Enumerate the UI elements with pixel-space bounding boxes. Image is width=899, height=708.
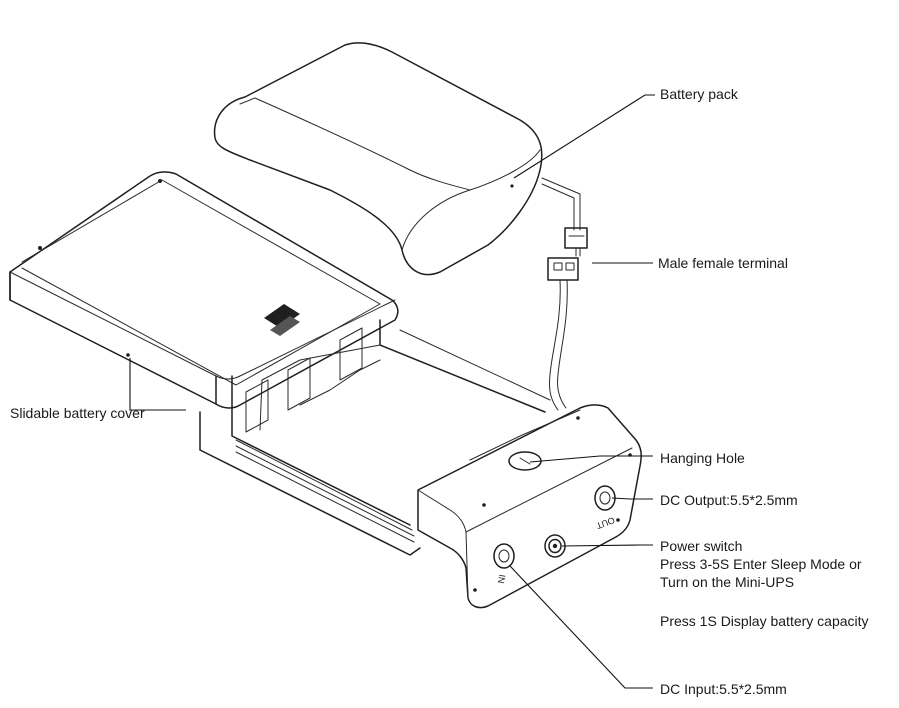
slidable-cover-illustration <box>9 171 399 409</box>
label-power-switch-sleep: Press 3-5S Enter Sleep Mode or <box>660 556 862 572</box>
label-power-switch-turn-on: Turn on the Mini-UPS <box>660 574 795 590</box>
leader-lines <box>129 94 655 689</box>
case-illustration <box>199 319 642 609</box>
battery-wires <box>541 177 588 411</box>
label-battery-pack: Battery pack <box>660 86 738 102</box>
label-dc-output: DC Output:5.5*2.5mm <box>660 492 798 508</box>
label-power-switch-capacity: Press 1S Display battery capacity <box>660 613 869 629</box>
label-hanging-hole: Hanging Hole <box>660 450 745 466</box>
label-dc-input: DC Input:5.5*2.5mm <box>660 681 787 697</box>
label-power-switch: Power switch <box>660 538 743 554</box>
battery-pack-illustration <box>213 42 543 276</box>
label-male-female-terminal: Male female terminal <box>658 255 788 271</box>
label-slidable-battery-cover: Slidable battery cover <box>10 405 145 421</box>
